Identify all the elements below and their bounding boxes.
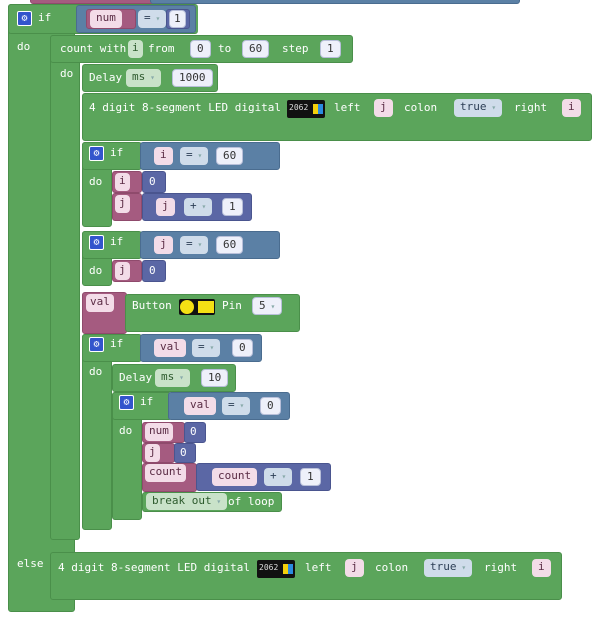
delay-value-field[interactable]: 10 [201,369,229,387]
if-label: if [140,395,154,408]
var-field[interactable]: num [145,423,173,441]
var-field[interactable]: count [145,464,187,482]
to-field[interactable]: 60 [242,40,270,58]
op-dropdown[interactable]: = [222,397,251,415]
delay-label: Delay [119,371,153,384]
var-field[interactable]: j [115,195,130,213]
op-dropdown[interactable]: = [180,236,209,254]
colon-label: colon [404,101,438,114]
pin-label: Pin [222,299,242,312]
partial-block-above-blue[interactable] [150,0,520,4]
op-dropdown[interactable]: = [138,10,167,28]
var-field[interactable]: j [145,444,160,462]
led-display-block-2[interactable] [50,552,562,600]
do-label: do [89,175,103,188]
left-label: left [305,561,332,574]
number-value[interactable]: 0 [149,175,156,188]
colon-dropdown[interactable]: true [424,559,473,577]
gear-icon[interactable]: ⚙ [89,146,104,161]
number-block[interactable] [184,422,206,443]
var-field[interactable]: i [154,147,173,165]
number-field[interactable]: 0 [260,397,281,415]
number-field[interactable]: 1 [222,198,243,216]
gear-icon[interactable]: ⚙ [89,337,104,352]
var-field[interactable]: val [154,339,186,357]
var-field[interactable]: count [212,468,258,486]
number-field[interactable]: 60 [216,236,244,254]
if-label: if [38,11,52,24]
var-field[interactable]: val [184,397,216,415]
step-label: step [282,42,309,55]
var-field[interactable]: val [86,294,114,312]
led-label: 4 digit 8-segment LED digital [89,101,282,114]
do-label: do [89,365,103,378]
op-dropdown[interactable]: = [192,339,221,357]
op-dropdown[interactable]: + [184,198,213,216]
left-var[interactable]: j [374,99,393,117]
number-field[interactable]: 1 [169,10,186,28]
else-label: else [17,557,44,570]
do-label: do [60,67,74,80]
right-var[interactable]: i [532,559,551,577]
do-label: do [17,40,31,53]
number-field[interactable]: 60 [216,147,244,165]
from-field[interactable]: 0 [190,40,211,58]
delay-label: Delay [89,71,123,84]
op-dropdown[interactable]: + [264,468,293,486]
number-value[interactable]: 0 [149,264,156,277]
colon-dropdown[interactable]: true [454,99,503,117]
if-val-block[interactable] [82,334,112,530]
right-var[interactable]: i [562,99,581,117]
from-label: from [148,42,175,55]
op-dropdown[interactable]: = [180,147,209,165]
if-label: if [110,146,124,159]
number-field[interactable]: 1 [300,468,321,486]
gear-icon[interactable]: ⚙ [17,11,32,26]
number-value[interactable]: 0 [190,425,197,438]
do-label: do [89,264,103,277]
number-value[interactable]: 0 [180,446,187,459]
led-module-image: 2062 [287,100,325,118]
var-field[interactable]: i [115,173,130,191]
left-label: left [334,101,361,114]
left-var[interactable]: j [345,559,364,577]
button-module-image [179,299,215,315]
to-label: to [218,42,232,55]
gear-icon[interactable]: ⚙ [89,235,104,250]
do-label: do [119,424,133,437]
count-loop-block[interactable] [50,35,80,540]
unit-dropdown[interactable]: ms [126,69,161,87]
break-dropdown[interactable]: break out [146,493,228,510]
number-block[interactable] [142,260,166,282]
var-field[interactable]: j [156,198,175,216]
right-label: right [484,561,518,574]
led-module-image: 2062 [257,560,295,578]
led-display-block[interactable] [82,93,592,141]
count-with-label: count with [60,42,127,55]
step-field[interactable]: 1 [320,40,341,58]
colon-label: colon [375,561,409,574]
delay-value-field[interactable]: 1000 [172,69,213,87]
var-field[interactable]: j [115,262,130,280]
if-label: if [110,235,124,248]
var-field[interactable]: num [90,10,122,28]
if-label: if [110,337,124,350]
right-label: right [514,101,548,114]
unit-dropdown[interactable]: ms [155,369,190,387]
button-label: Button [132,299,172,312]
gear-icon[interactable]: ⚙ [119,395,134,410]
loop-var-field[interactable]: i [128,40,143,58]
pin-dropdown[interactable]: 5 [252,297,283,315]
var-field[interactable]: j [154,236,173,254]
number-block[interactable] [174,443,196,463]
number-block[interactable] [142,171,166,193]
of-loop-label: of loop [228,495,275,508]
number-field[interactable]: 0 [232,339,253,357]
led-label: 4 digit 8-segment LED digital [58,561,251,574]
